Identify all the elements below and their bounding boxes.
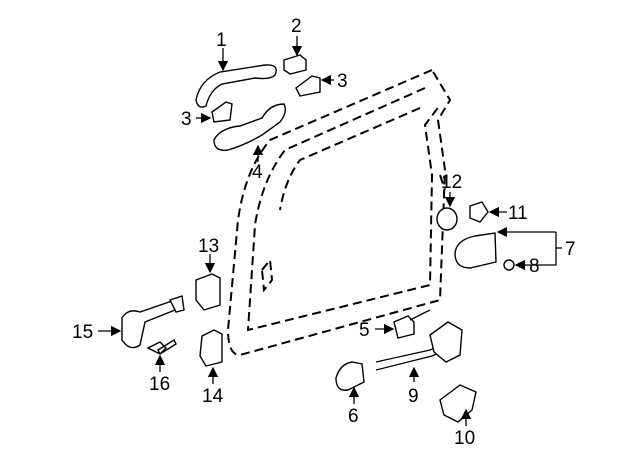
- callout-13: 13: [198, 236, 219, 257]
- cover-part-lower: [211, 101, 233, 123]
- callout-3-lower: 3: [181, 109, 192, 130]
- rod-clip-part: [393, 315, 415, 339]
- rod-part: [409, 309, 431, 321]
- callout-7: 7: [565, 239, 576, 260]
- callout-1: 1: [216, 30, 227, 51]
- handle-part: [213, 103, 287, 151]
- callout-2: 2: [291, 16, 302, 37]
- actuator-part: [439, 384, 477, 423]
- callout-15: 15: [72, 322, 93, 343]
- callout-4: 4: [252, 162, 263, 183]
- callout-16: 16: [149, 374, 170, 395]
- outside-handle-part: [195, 64, 277, 108]
- callout-9: 9: [408, 386, 419, 407]
- inside-handle-part: [454, 232, 497, 269]
- cap-part: [283, 54, 307, 75]
- inner-handle-part: [335, 361, 365, 391]
- lock-part: [469, 201, 489, 223]
- latch-part: [429, 321, 463, 363]
- door-check-part: [121, 299, 182, 349]
- door-outline: [226, 68, 452, 357]
- callout-arrows: [98, 36, 562, 426]
- callout-11: 11: [508, 203, 528, 224]
- upper-hinge-part: [195, 273, 221, 311]
- cylinder-part: [436, 207, 458, 231]
- callout-12: 12: [441, 172, 462, 193]
- cover-part-upper: [295, 75, 321, 97]
- callout-3-upper: 3: [337, 71, 348, 92]
- plug-part: [503, 259, 515, 271]
- door-check-stop: [169, 295, 185, 313]
- callout-10: 10: [454, 428, 475, 449]
- callout-5: 5: [359, 320, 370, 341]
- callout-6: 6: [348, 406, 359, 427]
- callout-14: 14: [202, 386, 224, 407]
- callout-8: 8: [529, 256, 540, 277]
- bolt-part: [146, 338, 177, 356]
- lower-hinge-part: [199, 329, 223, 367]
